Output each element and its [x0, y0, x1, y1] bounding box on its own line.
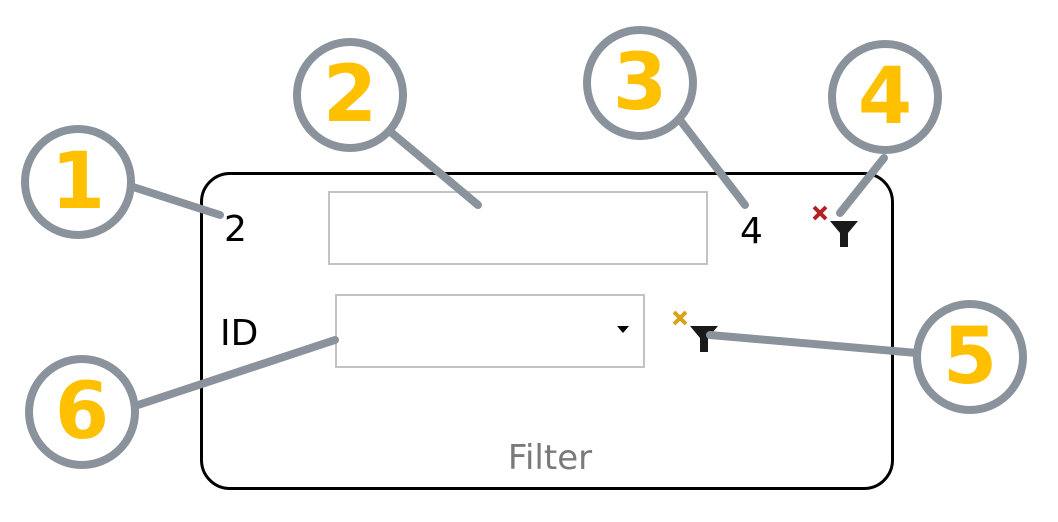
callout-3: 3: [583, 26, 697, 140]
left-count-label: 2: [224, 209, 247, 250]
callout-number-2: 2: [323, 50, 377, 140]
dropdown-arrow-icon[interactable]: [617, 326, 629, 333]
callout-4: 4: [828, 40, 942, 154]
clear-filter-icon: [672, 310, 718, 352]
clear-filter-button-primary[interactable]: [810, 203, 864, 251]
id-combo-box[interactable]: [335, 294, 645, 368]
clear-filter-button-secondary[interactable]: [670, 308, 724, 356]
filter-panel-caption: Filter: [507, 438, 593, 478]
callout-2: 2: [293, 38, 407, 152]
right-count-label: 4: [740, 211, 763, 252]
filter-text-input[interactable]: [328, 191, 708, 265]
callout-number-1: 1: [51, 137, 105, 227]
callout-number-6: 6: [55, 367, 109, 457]
callout-number-3: 3: [613, 38, 667, 128]
id-field-label: ID: [220, 313, 259, 354]
callout-number-4: 4: [858, 52, 912, 142]
callout-6: 6: [25, 355, 139, 469]
callout-5: 5: [913, 300, 1027, 414]
callout-number-5: 5: [943, 312, 997, 402]
callout-1: 1: [21, 125, 135, 239]
clear-filter-icon: [812, 205, 858, 247]
